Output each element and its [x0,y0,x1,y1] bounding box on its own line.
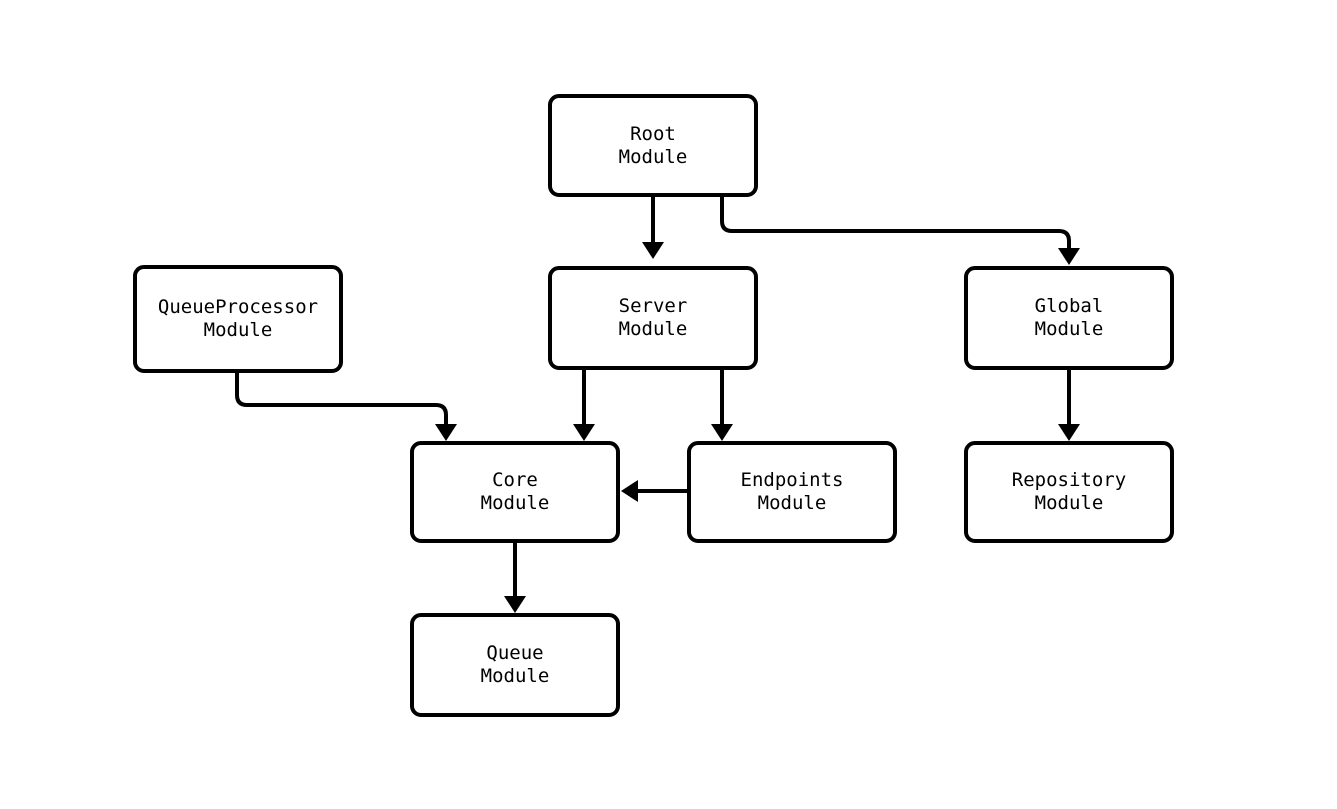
node-queueprocessor-label: QueueProcessor Module [157,296,319,341]
edge-global-repository [1058,370,1080,441]
node-endpoints[interactable]: Endpoints Module [687,441,897,543]
node-queue-label: Queue Module [480,642,550,687]
node-repository[interactable]: Repository Module [964,441,1174,543]
node-queue[interactable]: Queue Module [410,613,620,717]
node-core-label: Core Module [480,469,550,514]
node-server-label: Server Module [618,295,688,340]
node-queueprocessor[interactable]: QueueProcessor Module [133,265,343,373]
node-global[interactable]: Global Module [964,266,1174,370]
edge-endpoints-core [621,480,687,502]
edge-core-queue [504,543,526,613]
edge-server-core [573,370,595,441]
node-server[interactable]: Server Module [548,266,758,370]
node-root[interactable]: Root Module [548,94,758,197]
node-global-label: Global Module [1034,295,1104,340]
node-repository-label: Repository Module [1011,469,1127,514]
node-core[interactable]: Core Module [410,441,620,543]
edge-queueprocessor-core [235,373,457,441]
node-root-label: Root Module [618,122,688,168]
edge-root-global [720,197,1080,265]
node-endpoints-label: Endpoints Module [740,469,844,514]
edge-root-server [642,197,664,259]
edge-server-endpoints [711,370,733,441]
